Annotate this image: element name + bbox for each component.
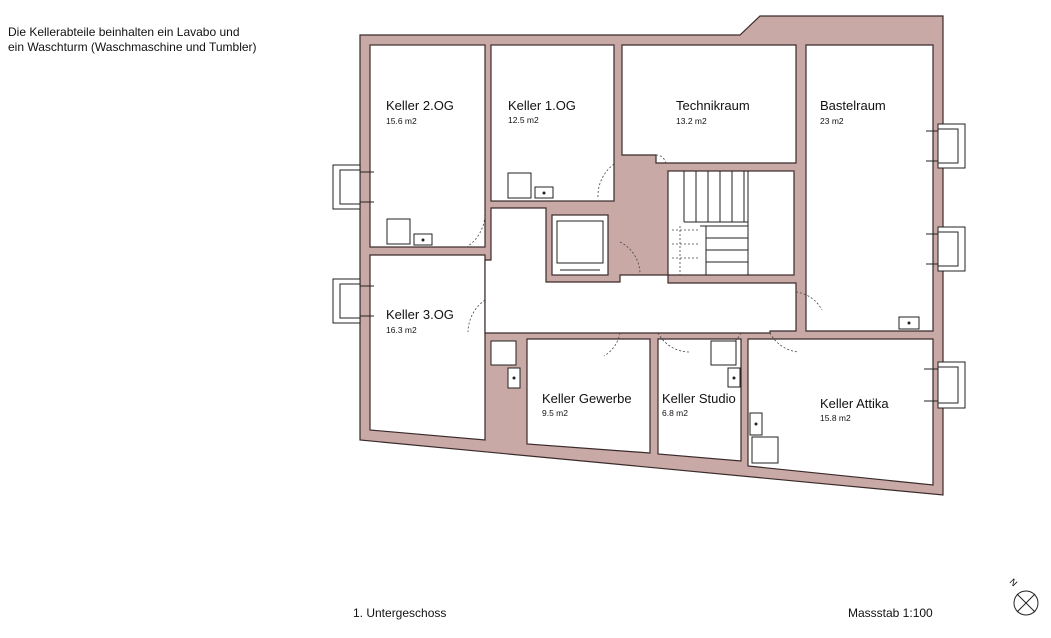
north-label: N: [1008, 577, 1020, 589]
window-right-3: [924, 361, 966, 409]
room-keller-3og: [369, 254, 486, 441]
room-keller-gewerbe: [526, 338, 651, 454]
window-right-2: [926, 226, 966, 272]
room-name-technikraum: Technikraum: [676, 98, 750, 113]
window-left-1: [332, 164, 374, 210]
room-area-keller-attika: 15.8 m2: [820, 413, 851, 423]
corridor: [484, 207, 797, 334]
room-area-bastelraum: 23 m2: [820, 116, 844, 126]
room-technikraum: [621, 44, 797, 164]
room-keller-attika: [747, 338, 934, 486]
room-name-keller-2og: Keller 2.OG: [386, 98, 454, 113]
plan-note: Die Kellerabteile beinhalten ein Lavabo …: [8, 25, 257, 54]
room-area-technikraum: 13.2 m2: [676, 116, 707, 126]
scale-label: Massstab 1:100: [848, 606, 933, 620]
room-area-keller-2og: 15.6 m2: [386, 116, 417, 126]
room-area-keller-gewerbe: 9.5 m2: [542, 408, 568, 418]
room-name-keller-gewerbe: Keller Gewerbe: [542, 391, 632, 406]
window-right-1: [926, 123, 966, 169]
room-bastelraum: [805, 44, 934, 332]
level-label: 1. Untergeschoss: [353, 606, 447, 620]
room-name-keller-studio: Keller Studio: [662, 391, 736, 406]
room-name-keller-1og: Keller 1.OG: [508, 98, 576, 113]
room-area-keller-3og: 16.3 m2: [386, 325, 417, 335]
stair-treads: [672, 171, 749, 275]
window-left-2: [332, 278, 374, 324]
room-name-keller-3og: Keller 3.OG: [386, 307, 454, 322]
staircase: [667, 170, 795, 276]
room-name-keller-attika: Keller Attika: [820, 396, 889, 411]
room-area-keller-studio: 6.8 m2: [662, 408, 688, 418]
fixtures: [386, 172, 920, 464]
room-name-bastelraum: Bastelraum: [820, 98, 886, 113]
lift-cabin: [556, 220, 604, 264]
north-arrow-icon: N: [1008, 577, 1039, 616]
room-keller-2og: [369, 44, 486, 248]
room-area-keller-1og: 12.5 m2: [508, 115, 539, 125]
lift-shaft: [551, 214, 609, 276]
room-keller-studio: [657, 338, 742, 462]
